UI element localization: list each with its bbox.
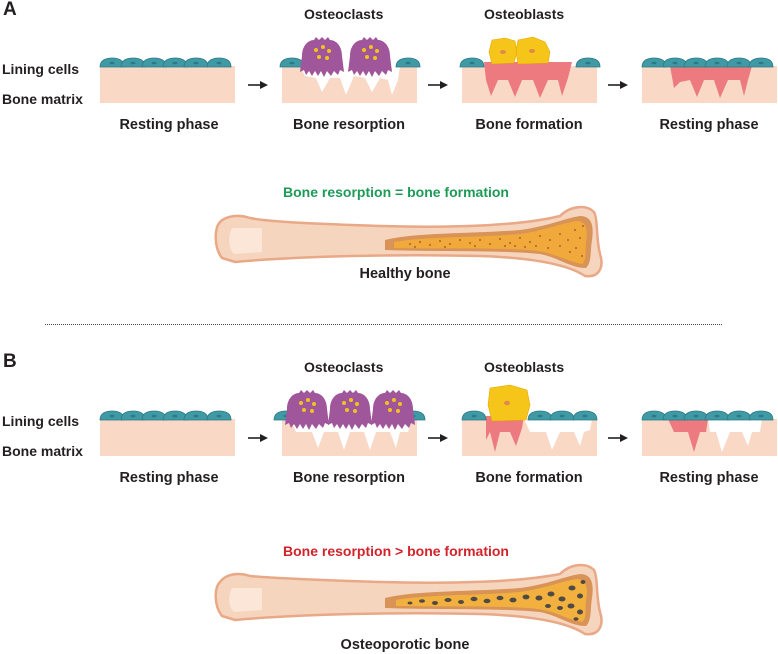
osteoclast [285, 390, 329, 430]
panel-a-lining-cells-label: Lining cells [2, 61, 80, 77]
panel-a-osteoclasts-label: Osteoclasts [304, 6, 384, 22]
panel-a-step-1-label: Resting phase [119, 117, 219, 133]
panel-a-step-2-label: Bone resorption [293, 117, 405, 133]
panel-a-balance-text: Bone resorption = bone formation [283, 184, 509, 200]
osteoclast [300, 37, 344, 77]
arrow-icon [247, 433, 269, 443]
panel-a-osteoblasts-label: Osteoblasts [484, 6, 565, 22]
panel-b-resting-phase-1 [99, 410, 235, 456]
panel-divider [45, 324, 722, 325]
panel-a-resting-phase-1 [99, 57, 235, 103]
panel-a-step-3-label: Bone formation [475, 117, 583, 133]
osteoclast [348, 37, 392, 77]
panel-b-balance-text: Bone resorption > bone formation [283, 543, 509, 559]
panel-b-letter: B [3, 351, 17, 372]
panel-b-step-4-label: Resting phase [659, 470, 759, 486]
panel-a-bone-resorption [279, 37, 421, 103]
healthy-bone-illustration [214, 205, 603, 278]
panel-a-bone-label: Healthy bone [359, 266, 451, 282]
panel-b-bone-matrix-label: Bone matrix [2, 443, 83, 459]
panel-a-bone-formation [459, 36, 601, 103]
panel-b-bone-formation [461, 384, 598, 456]
arrow-icon [607, 433, 629, 443]
panel-b-resting-phase-2 [641, 410, 777, 456]
lining-cells [99, 57, 232, 68]
osteoblast [488, 37, 518, 65]
osteoblast [515, 36, 551, 65]
new-bone-osteoid [484, 62, 572, 98]
osteoclast [328, 390, 372, 430]
osteoclast [371, 390, 415, 430]
arrow-icon [427, 80, 449, 90]
osteoporotic-bone-illustration [214, 563, 603, 636]
panel-b-bone-resorption [273, 390, 426, 456]
trabecular-marrow [394, 221, 587, 264]
panel-b-step-3-label: Bone formation [475, 470, 583, 486]
panel-a-resting-phase-2 [641, 57, 777, 103]
arrow-icon [247, 80, 269, 90]
panel-b-osteoblasts-label: Osteoblasts [484, 359, 565, 375]
marrow-pores [407, 580, 586, 621]
osteoblast [487, 384, 531, 422]
panel-b-step-2-label: Bone resorption [293, 470, 405, 486]
panel-b-bone-label: Osteoporotic bone [340, 637, 470, 653]
arrow-icon [427, 433, 449, 443]
arrow-icon [607, 80, 629, 90]
bone-matrix-block [100, 66, 235, 103]
panel-a-bone-matrix-label: Bone matrix [2, 91, 83, 107]
panel-a-step-4-label: Resting phase [659, 117, 759, 133]
panel-b-lining-cells-label: Lining cells [2, 413, 80, 429]
panel-a-letter: A [3, 0, 17, 20]
marrow-pores [408, 224, 585, 258]
panel-b-step-1-label: Resting phase [119, 470, 219, 486]
panel-b-osteoclasts-label: Osteoclasts [304, 359, 384, 375]
